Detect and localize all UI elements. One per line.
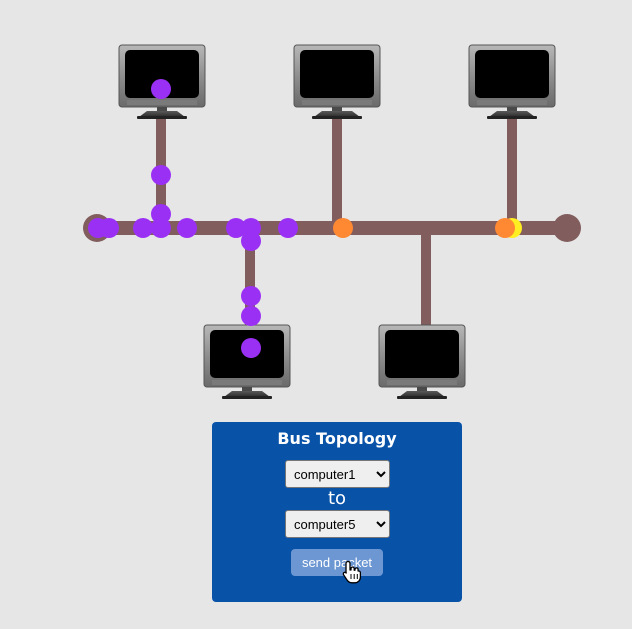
packet [241,286,261,306]
network-diagram [83,44,581,400]
drop-cable-computer2 [332,118,342,228]
send-packet-button[interactable]: send packet [291,549,383,576]
packet [278,218,298,238]
control-panel: Bus Topology computer1 to computer5 send… [212,422,462,602]
packet [151,79,171,99]
packets [88,79,298,358]
computer5-icon[interactable] [378,324,466,400]
packet [151,204,171,224]
packet [241,306,261,326]
drop-cable-computer4 [245,228,255,326]
packet [241,231,261,251]
bus-backbone [96,221,567,235]
computer2-icon[interactable] [293,44,381,120]
panel-title: Bus Topology [277,429,397,448]
packet [241,338,261,358]
packet [177,218,197,238]
destination-computer-select[interactable]: computer5 [285,510,390,538]
computer4-icon[interactable] [203,324,291,400]
packet [151,218,171,238]
packet [226,218,246,238]
signal-dot-orange [495,218,515,238]
bus-terminator-right [553,214,581,242]
drop-cable-computer3 [507,118,517,228]
packet [151,165,171,185]
computer3-icon[interactable] [468,44,556,120]
packet [133,218,153,238]
packet [99,218,119,238]
drop-cable-computer5 [421,228,431,326]
signal-dot-orange [333,218,353,238]
to-label: to [327,488,347,509]
source-computer-select[interactable]: computer1 [285,460,390,488]
